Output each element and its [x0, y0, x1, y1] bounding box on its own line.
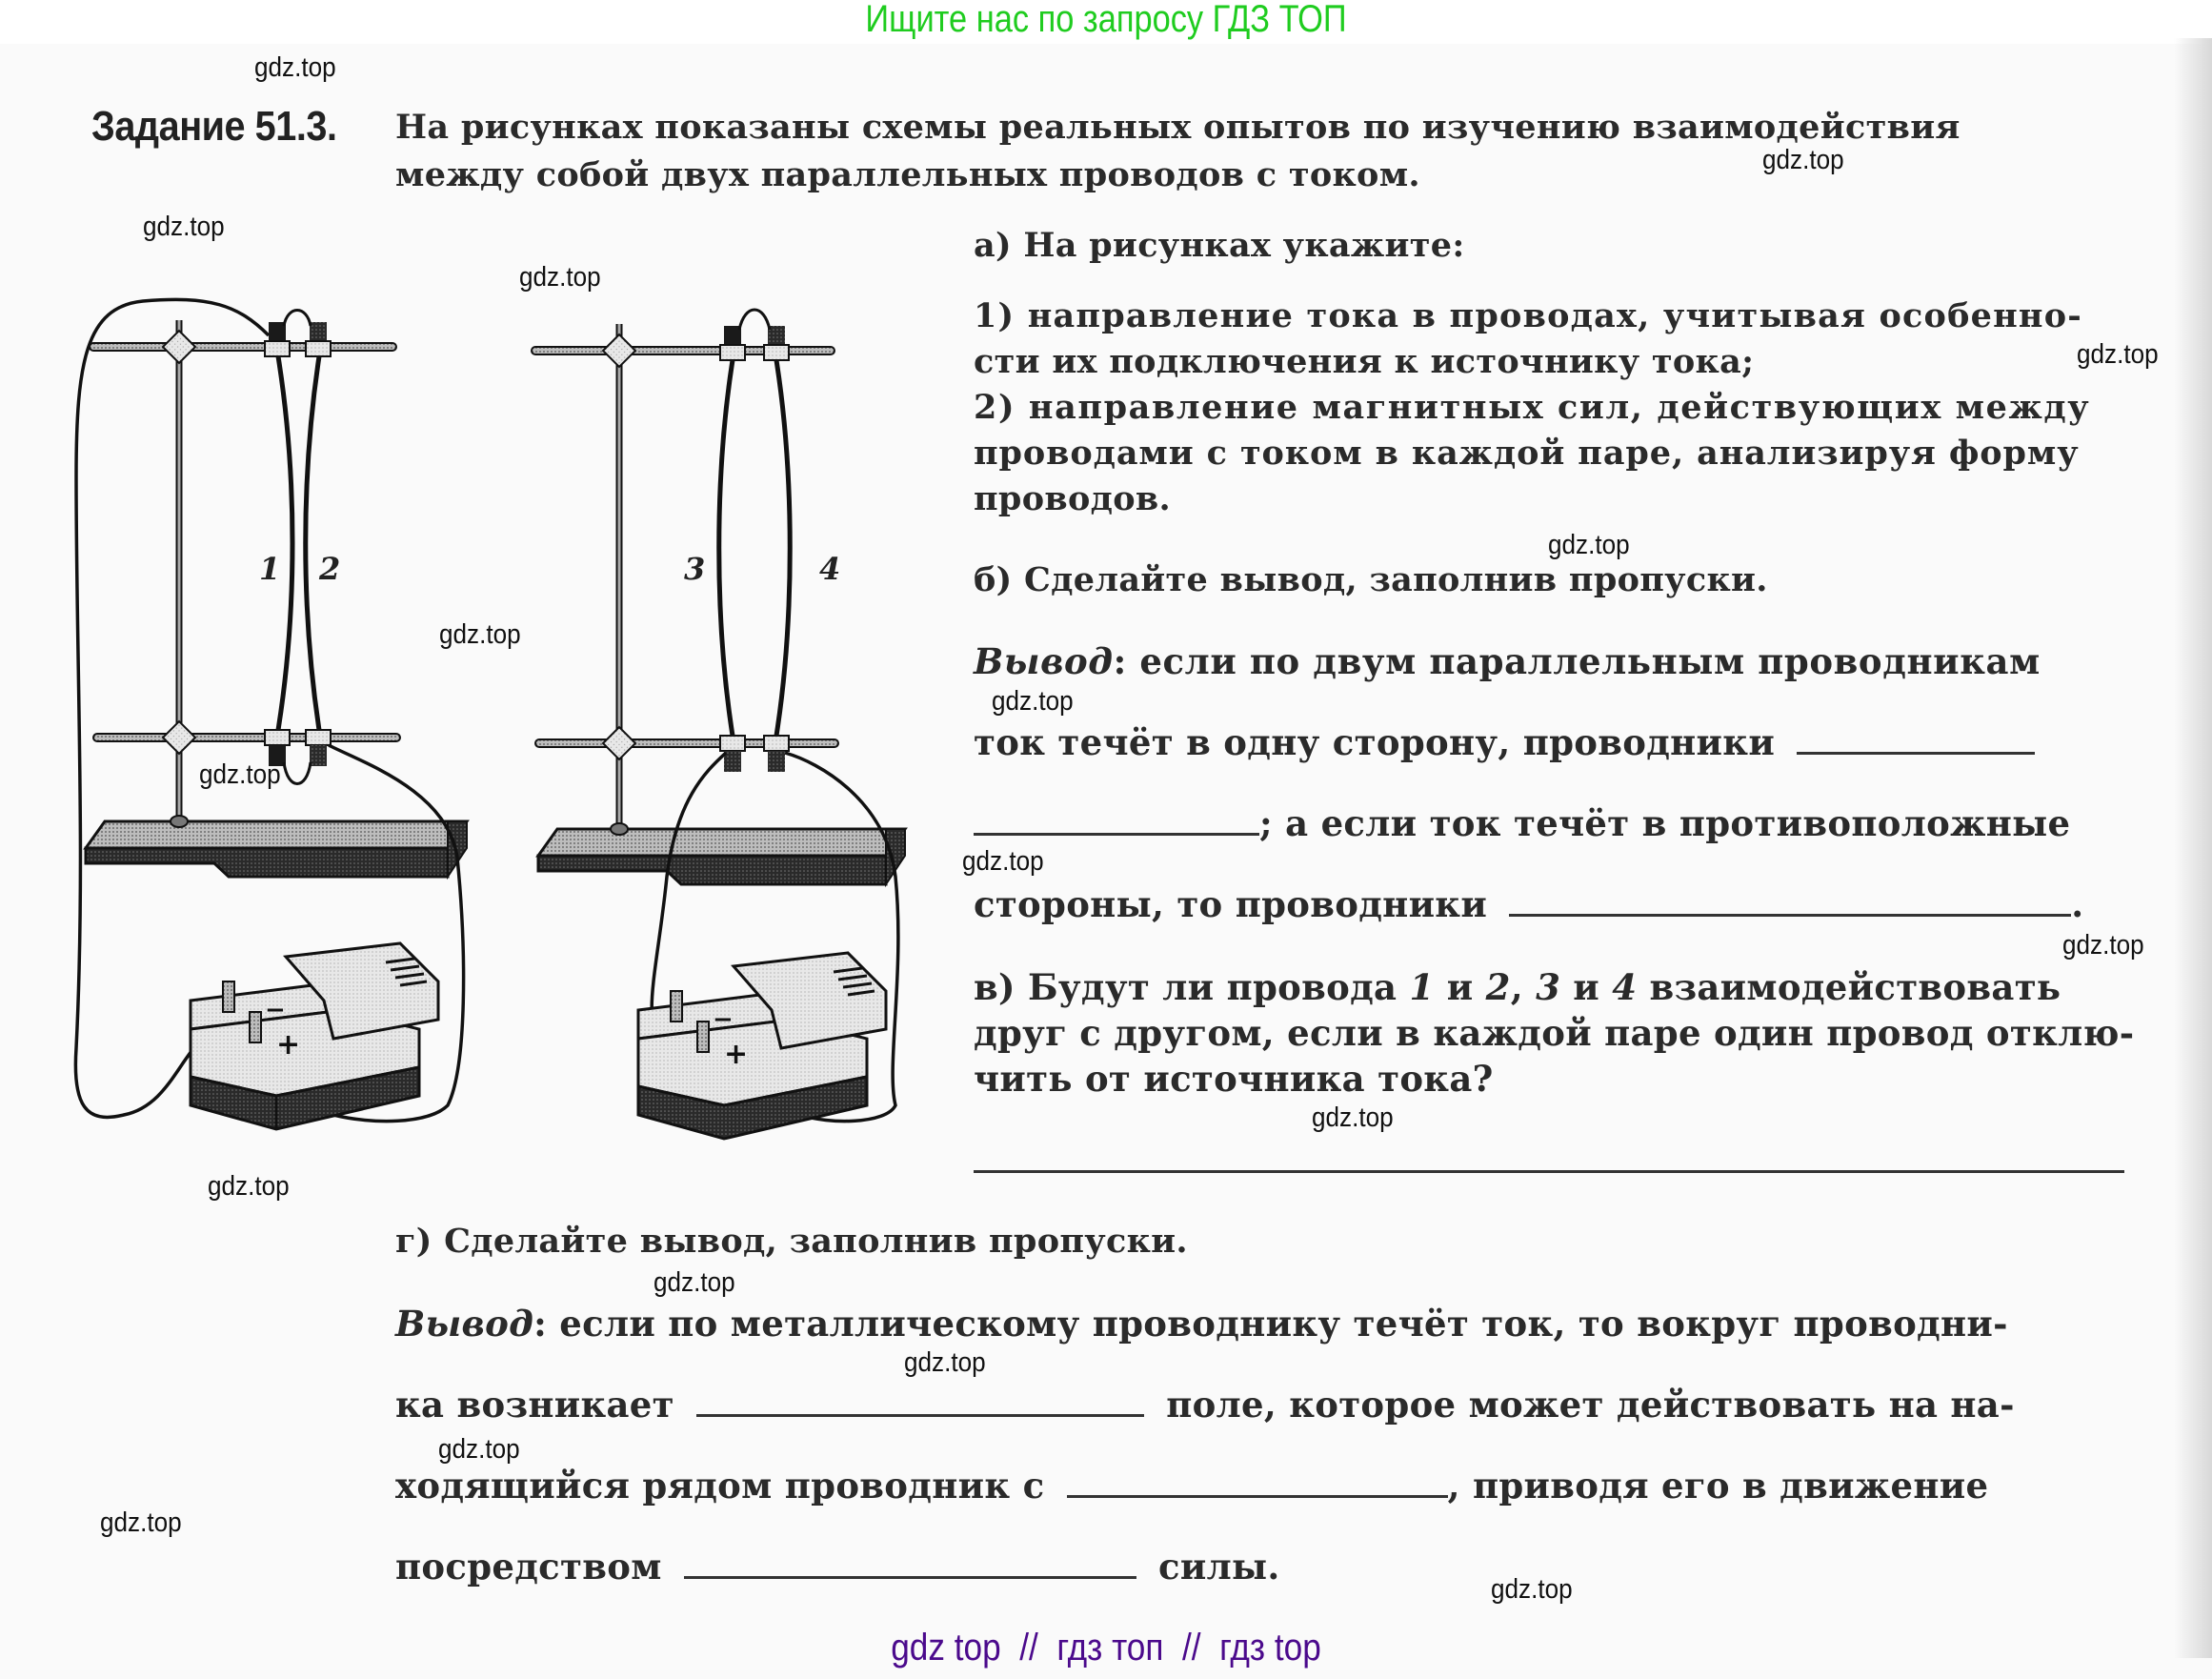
watermark: gdz.top — [2077, 339, 2159, 370]
watermark: gdz.top — [992, 686, 1074, 717]
footer-links[interactable]: gdz top // гдз топ // гдз top — [891, 1627, 1321, 1669]
watermark: gdz.top — [519, 262, 601, 293]
watermark: gdz.top — [254, 52, 336, 83]
watermark: gdz.top — [1312, 1102, 1394, 1133]
part-g-line1: Вывод: если по металлическому проводнику… — [395, 1303, 2008, 1345]
answer-blank-g3[interactable] — [683, 1548, 1136, 1579]
page-edge-shadow — [2174, 38, 2212, 1658]
vyvod-label: Вывод — [974, 640, 1114, 682]
part-g-line4: посредством силы. — [395, 1546, 1280, 1588]
task-number: Задание 51.3. — [91, 103, 337, 150]
watermark: gdz.top — [100, 1507, 182, 1538]
part-a-item2-line3: проводов. — [974, 479, 1171, 518]
part-v-line2: друг с другом, если в каждой паре один п… — [974, 1012, 2135, 1054]
answer-blank-g2[interactable] — [1066, 1467, 1448, 1498]
watermark: gdz.top — [199, 759, 281, 790]
watermark: gdz.top — [654, 1267, 735, 1298]
battery-left: − + — [189, 941, 440, 1131]
part-b-line3: ; а если ток течёт в противоположные — [974, 802, 2070, 844]
watermark: gdz.top — [438, 1434, 520, 1465]
part-a-item1-line2: сти их подключения к источнику тока; — [974, 342, 1755, 381]
battery-minus-label: − — [713, 1005, 734, 1034]
watermark: gdz.top — [1548, 530, 1630, 560]
part-g-heading: г) Сделайте вывод, заполнив пропуски. — [395, 1222, 1188, 1261]
experiment-figure: 1 2 − + — [48, 286, 934, 1201]
vyvod-label: Вывод — [395, 1303, 534, 1345]
part-v-line3: чить от источника тока? — [974, 1058, 1494, 1100]
top-band — [0, 0, 2212, 44]
part-b-line2: ток течёт в одну сторону, проводники — [974, 721, 2036, 763]
watermark: gdz.top — [1491, 1574, 1573, 1605]
part-a-item2-line1: 2) направление магнитных сил, действующи… — [974, 388, 2091, 427]
battery-minus-label: − — [265, 996, 286, 1024]
battery-plus-label: + — [276, 1028, 300, 1062]
battery-right: − + — [636, 951, 888, 1141]
watermark: gdz.top — [962, 846, 1044, 877]
watermark: gdz.top — [208, 1171, 290, 1202]
part-g-line2: ка возникает поле, которое может действо… — [395, 1384, 2015, 1426]
wire-label-1: 1 — [259, 551, 280, 587]
part-b-line1: Вывод: если по двум параллельным проводн… — [974, 640, 2041, 682]
wire-label-4: 4 — [819, 551, 840, 587]
wire-label-2: 2 — [318, 551, 340, 587]
answer-blank-b1[interactable] — [1797, 723, 2036, 755]
watermark: gdz.top — [904, 1347, 986, 1378]
watermark: gdz.top — [439, 619, 521, 650]
answer-blank-b2[interactable] — [974, 804, 1259, 836]
watermark: gdz.top — [1762, 145, 1844, 175]
part-a-item2-line2: проводами с током в каждой паре, анализи… — [974, 434, 2080, 473]
part-v-line1: в) Будут ли провода 1 и 2, 3 и 4 взаимод… — [974, 966, 2061, 1008]
task-intro-line-1: На рисунках показаны схемы реальных опыт… — [395, 108, 1961, 147]
answer-line-v[interactable] — [974, 1170, 2124, 1173]
watermark: gdz.top — [143, 212, 225, 242]
stand-left: 1 2 — [73, 297, 470, 1123]
part-g-line3: ходящийся рядом проводник с , приводя ег… — [395, 1465, 1989, 1507]
search-banner[interactable]: Ищите нас по запросу ГДЗ ТОП — [865, 0, 1347, 40]
parallel-wires-diagram: 1 2 − + — [73, 297, 908, 1141]
part-b-line4: стороны, то проводники . — [974, 883, 2084, 925]
watermark: gdz.top — [2062, 930, 2144, 961]
part-a-heading: а) На рисунках укажите: — [974, 226, 1465, 265]
answer-blank-g1[interactable] — [696, 1386, 1145, 1417]
part-b-heading: б) Сделайте вывод, заполнив пропуски. — [974, 560, 1768, 599]
battery-plus-label: + — [724, 1038, 748, 1071]
task-intro-line-2: между собой двух параллельных проводов с… — [395, 155, 1420, 194]
wire-label-3: 3 — [684, 551, 705, 587]
answer-blank-b3[interactable] — [1509, 885, 2072, 917]
part-a-item1-line1: 1) направление тока в проводах, учитывая… — [974, 296, 2082, 335]
